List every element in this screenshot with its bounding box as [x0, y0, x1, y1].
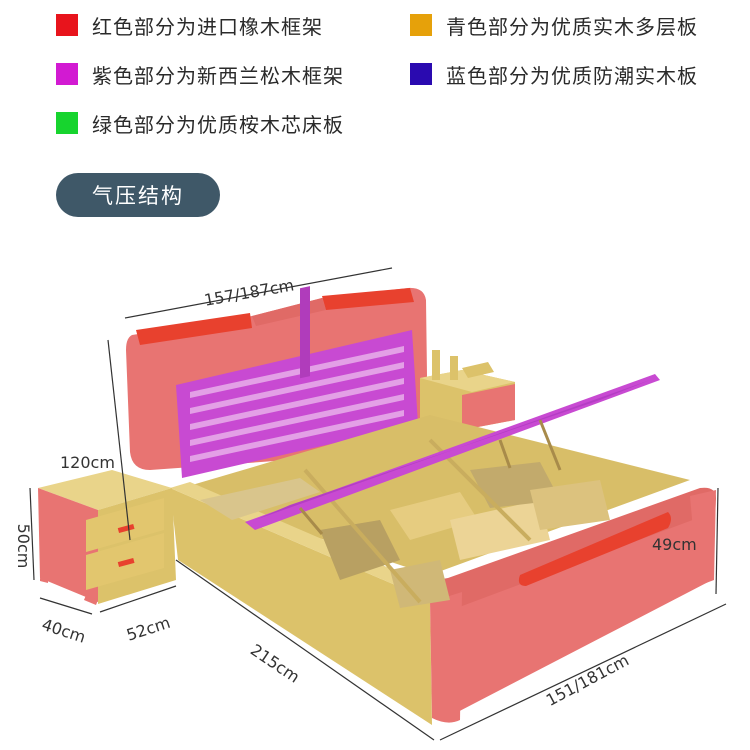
legend-swatch-blue — [410, 63, 432, 85]
nightstand-left — [38, 470, 176, 605]
legend-item-blue: 蓝色部分为优质防潮实木板 — [410, 59, 698, 89]
legend-swatch-red — [56, 14, 78, 36]
legend-item-orange: 青色部分为优质实木多层板 — [410, 10, 698, 40]
footboard-height-label: 49cm — [652, 535, 697, 554]
bed-illustration: 157/187cm 120cm 49cm 215cm 151/181cm 50c… — [14, 267, 727, 741]
nightstand-right — [420, 350, 515, 430]
bed-length-label: 215cm — [247, 640, 303, 686]
storage-contents — [200, 438, 610, 608]
nightstand-height-label: 50cm — [14, 524, 33, 569]
headboard-pine-frame — [176, 286, 418, 478]
nightstand-depth-label: 40cm — [39, 615, 87, 647]
legend-label: 紫色部分为新西兰松木框架 — [92, 63, 344, 88]
headboard-width-label: 157/187cm — [203, 275, 296, 309]
legend-label: 红色部分为进口橡木框架 — [92, 14, 323, 39]
legend-item-purple: 紫色部分为新西兰松木框架 — [56, 59, 344, 89]
lift-platform — [245, 374, 660, 535]
headboard-height-label: 120cm — [60, 453, 115, 472]
legend-swatch-green — [56, 112, 78, 134]
legend-label: 蓝色部分为优质防潮实木板 — [446, 63, 698, 88]
material-legend: 红色部分为进口橡木框架 青色部分为优质实木多层板 紫色部分为新西兰松木框架 蓝色… — [0, 0, 750, 150]
nightstand-width-label: 52cm — [124, 613, 172, 645]
legend-item-red: 红色部分为进口橡木框架 — [56, 10, 323, 40]
legend-label: 绿色部分为优质桉木芯床板 — [92, 112, 344, 137]
gas-lift-structure-badge: 气压结构 — [56, 173, 220, 217]
legend-swatch-orange — [410, 14, 432, 36]
legend-item-green: 绿色部分为优质桉木芯床板 — [56, 108, 344, 138]
bed-frame — [170, 415, 716, 725]
legend-label: 青色部分为优质实木多层板 — [446, 14, 698, 39]
dimension-lines — [29, 267, 727, 741]
legend-swatch-purple — [56, 63, 78, 85]
